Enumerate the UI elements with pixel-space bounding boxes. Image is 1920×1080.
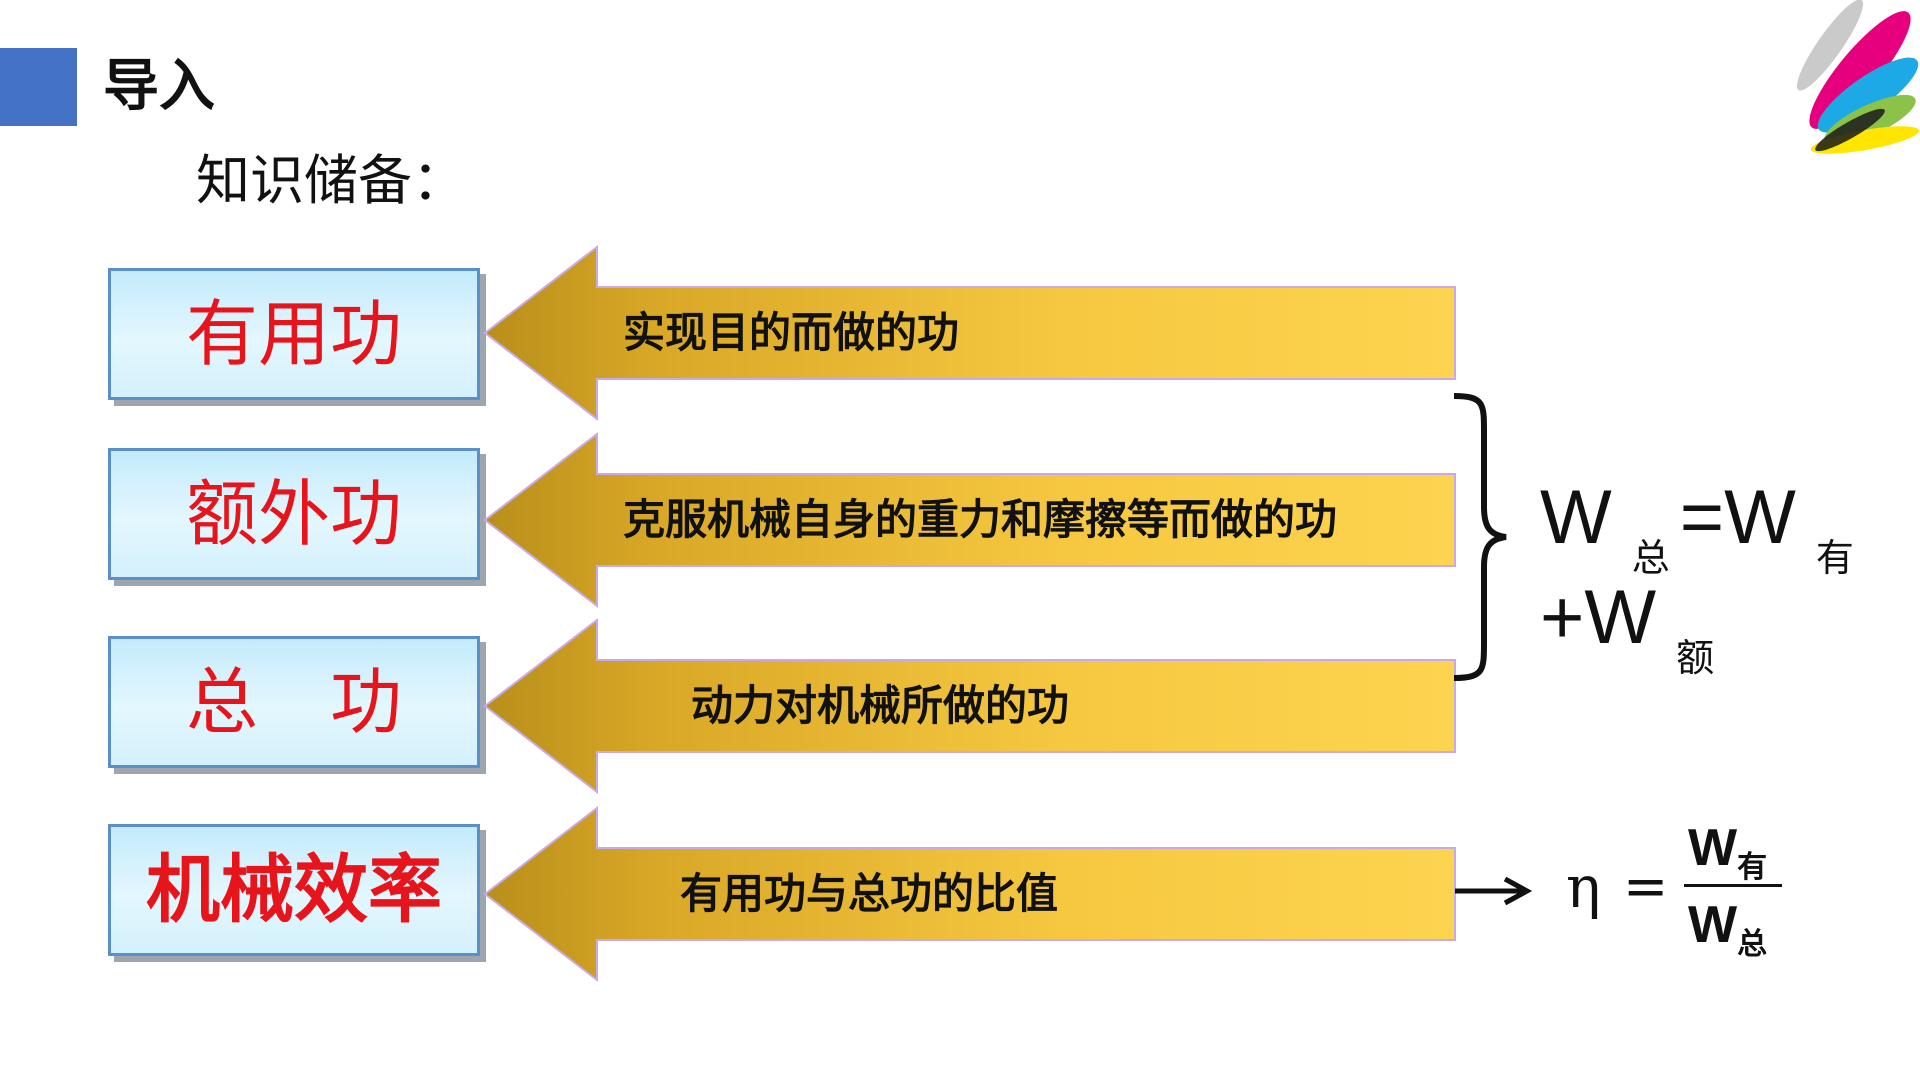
arrow-useful-work: 实现目的而做的功 [483, 244, 1457, 422]
formula-line-2: +W 额 [1540, 578, 1724, 698]
arrow-description: 克服机械自身的重力和摩擦等而做的功 [623, 495, 1338, 544]
eta-symbol: η [1566, 853, 1601, 921]
section-title: 导入 [103, 54, 215, 119]
formula-subscript: 有 [1815, 536, 1854, 580]
fraction-numerator: W有 [1688, 818, 1767, 898]
right-brace [1453, 393, 1507, 681]
right-arrow-icon [1455, 876, 1533, 906]
arrow-mechanical-efficiency: 有用功与总功的比值 [483, 805, 1457, 983]
arrow-total-work: 动力对机械所做的功 [483, 617, 1457, 795]
section-accent-block [0, 48, 77, 126]
term-label: 总 功 [185, 660, 402, 744]
fraction-symbol: W [1688, 819, 1738, 877]
term-label: 机械效率 [146, 847, 442, 933]
term-total-work: 总 功 [108, 636, 480, 768]
formula-symbol: =W [1679, 475, 1796, 560]
formula-subscript: 额 [1676, 636, 1715, 680]
fraction-subscript: 有 [1737, 850, 1768, 885]
term-label: 有用功 [185, 292, 402, 376]
fraction-symbol: W [1688, 896, 1738, 954]
formula-subscript: 总 [1631, 536, 1670, 580]
term-extra-work: 额外功 [108, 448, 480, 580]
equals-sign: = [1623, 855, 1669, 918]
arrow-description: 实现目的而做的功 [623, 308, 960, 357]
formula-symbol: W [1540, 475, 1612, 560]
arrow-description: 动力对机械所做的功 [691, 681, 1070, 730]
arrow-extra-work: 克服机械自身的重力和摩擦等而做的功 [483, 431, 1457, 609]
term-label: 额外功 [185, 472, 402, 556]
arrow-description: 有用功与总功的比值 [680, 869, 1059, 918]
fraction-denominator: W总 [1688, 895, 1767, 975]
term-mechanical-efficiency: 机械效率 [108, 824, 480, 956]
fraction-bar [1684, 884, 1782, 887]
brand-logo [1770, 0, 1920, 170]
term-useful-work: 有用功 [108, 268, 480, 400]
subtitle: 知识储备： [196, 149, 466, 212]
formula-symbol: +W [1540, 575, 1657, 660]
fraction-subscript: 总 [1737, 927, 1768, 962]
